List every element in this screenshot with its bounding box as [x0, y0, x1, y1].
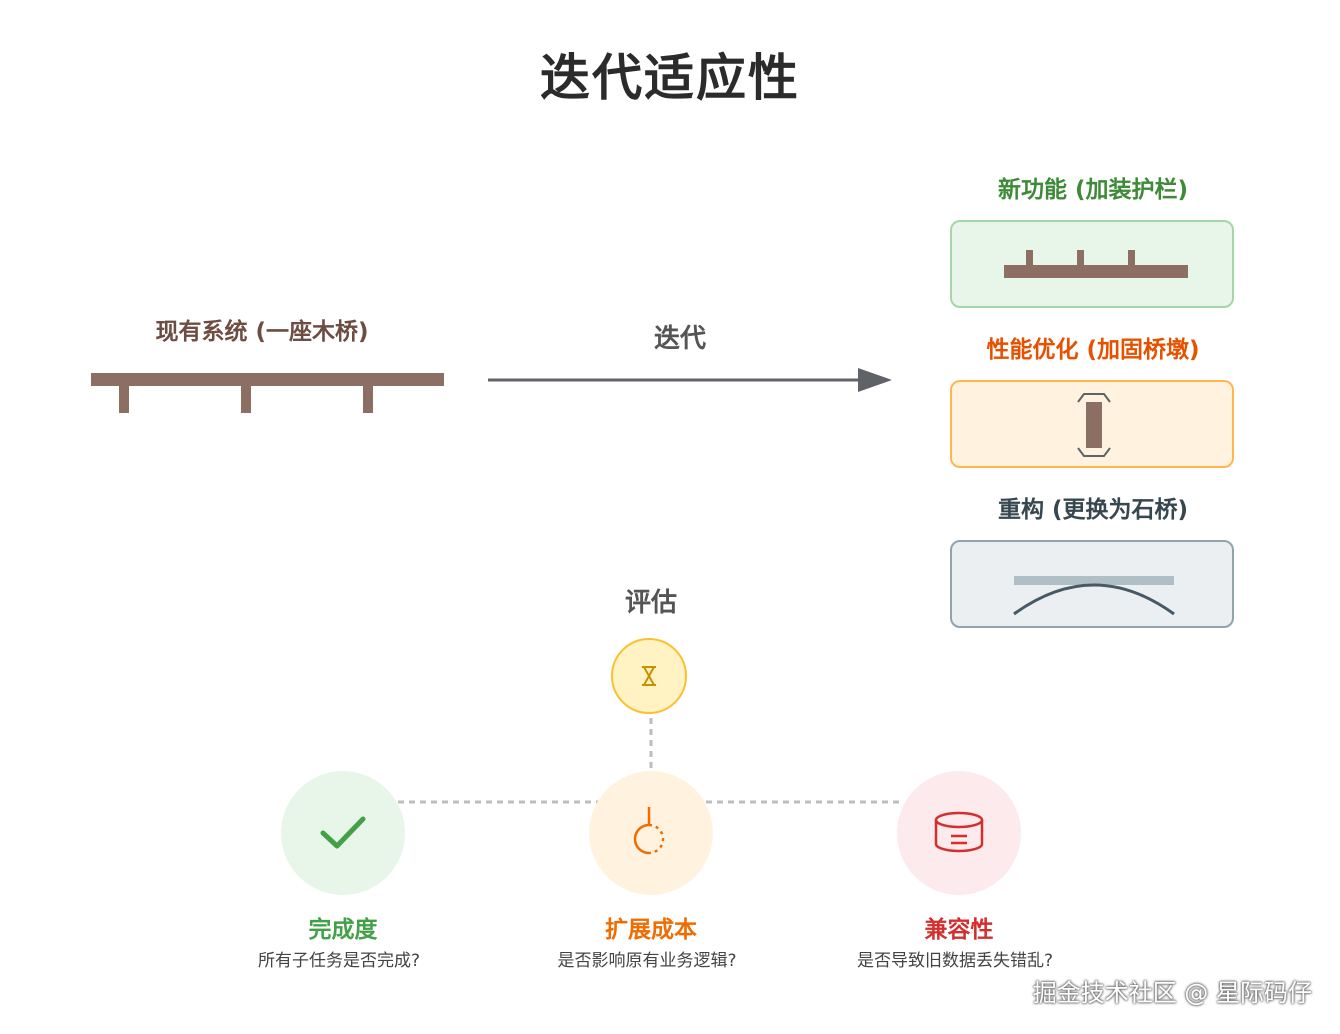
- extension-cost-desc: 是否影响原有业务逻辑?: [557, 951, 737, 971]
- option-performance-label: 性能优化 (加固桥墩): [986, 337, 1200, 363]
- guardrail-bridge-icon: [1004, 250, 1188, 278]
- option-refactor-box: [950, 540, 1234, 628]
- compatibility-title: 兼容性: [924, 917, 994, 943]
- option-performance-box: [950, 380, 1234, 468]
- check-icon: [320, 816, 366, 849]
- option-refactor-label: 重构 (更换为石桥): [997, 497, 1189, 523]
- extension-cost-circle: [589, 771, 713, 895]
- compatibility-desc: 是否导致旧数据丢失错乱?: [856, 951, 1054, 971]
- completeness-desc: 所有子任务是否完成?: [257, 951, 421, 971]
- evaluate-hourglass-circle: [611, 638, 687, 714]
- hourglass-icon: [642, 666, 656, 686]
- reinforced-pier-icon: [1077, 393, 1111, 457]
- database-icon: [934, 811, 984, 853]
- evaluate-label: 评估: [624, 588, 678, 618]
- stone-bridge-icon: [1013, 576, 1175, 616]
- option-new-feature-box: [950, 220, 1234, 308]
- watermark: 掘金技术社区 @ 星际码仔: [1032, 979, 1312, 1007]
- completeness-title: 完成度: [308, 917, 378, 943]
- compatibility-circle: [897, 771, 1021, 895]
- wooden-bridge-icon: [91, 373, 444, 413]
- existing-system-label: 现有系统 (一座木桥): [155, 319, 369, 345]
- extension-cost-title: 扩展成本: [605, 917, 697, 943]
- completeness-circle: [281, 771, 405, 895]
- iterate-label: 迭代: [653, 324, 707, 354]
- page-title: 迭代适应性: [540, 49, 800, 107]
- fuse-icon: [633, 807, 665, 855]
- option-new-feature-label: 新功能 (加装护栏): [997, 177, 1189, 203]
- iterate-arrow-head: [858, 368, 892, 392]
